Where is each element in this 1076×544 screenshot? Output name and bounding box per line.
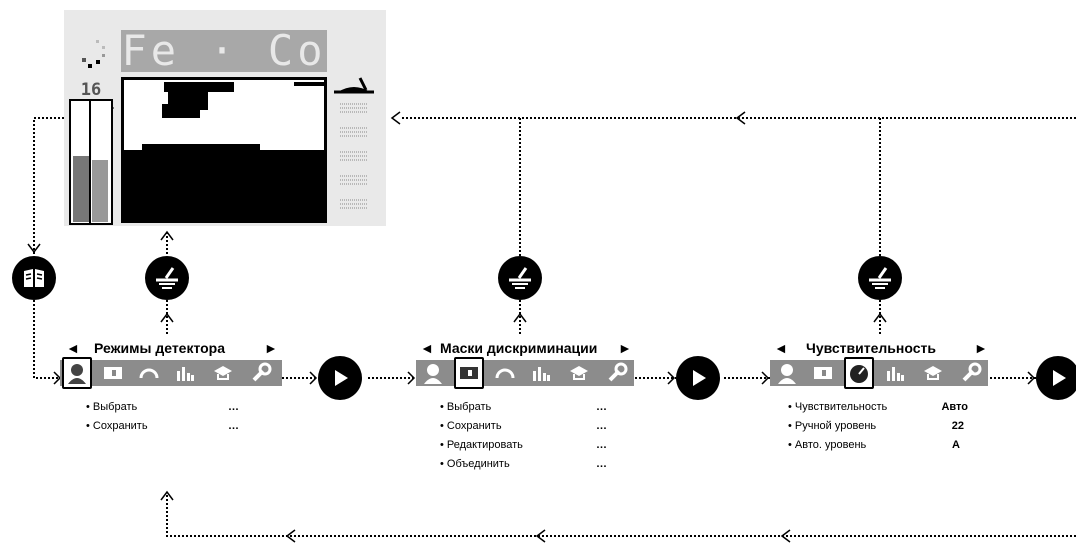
discrimination-mask-icon: [460, 367, 478, 379]
nav-left-arrow[interactable]: ◄: [420, 340, 434, 356]
coil-button-3[interactable]: [858, 256, 902, 300]
sensitivity-dial-icon: [139, 368, 159, 379]
menu-items: • Выбрать… • Сохранить…: [86, 398, 266, 436]
tab-settings[interactable]: [956, 360, 986, 386]
tab-detector-modes[interactable]: [62, 357, 92, 389]
settings-wrench-icon: [962, 362, 982, 382]
tab-histogram[interactable]: [170, 360, 200, 386]
tab-discrimination-masks[interactable]: [808, 360, 838, 386]
coil-icon: [509, 267, 531, 289]
menu-item[interactable]: • Сохранить…: [86, 420, 239, 432]
book-button[interactable]: [12, 256, 56, 300]
tab-ground-balance[interactable]: [918, 360, 948, 386]
nav-left-arrow[interactable]: ◄: [774, 340, 788, 356]
coil-button-1[interactable]: [145, 256, 189, 300]
histogram-icon: [533, 367, 550, 381]
histogram-icon: [887, 367, 904, 381]
next-button-1[interactable]: [318, 356, 362, 400]
menu-panel-detector-modes: ◄ Режимы детектора ► • Выбрать… • Сохран…: [60, 338, 282, 498]
menu-item[interactable]: • Сохранить…: [440, 420, 607, 432]
depth-value: 16: [80, 80, 102, 100]
coil-icon: [156, 267, 178, 289]
settings-wrench-icon: [252, 362, 272, 382]
menu-item[interactable]: • Объединить…: [440, 458, 607, 470]
panel-title: Режимы детектора: [94, 340, 226, 356]
tab-settings[interactable]: [602, 360, 632, 386]
ground-balance-icon: [570, 366, 588, 380]
tab-histogram[interactable]: [880, 360, 910, 386]
tab-sensitivity[interactable]: [844, 357, 874, 389]
depth-gauge: [69, 99, 114, 225]
target-id-display: Fe · Co: [121, 26, 327, 75]
play-icon: [1053, 370, 1066, 386]
sensitivity-dial-icon: [850, 365, 868, 383]
nav-right-arrow[interactable]: ►: [974, 340, 988, 356]
tab-ground-balance[interactable]: [208, 360, 238, 386]
tab-discrimination-masks[interactable]: [98, 360, 128, 386]
tab-discrimination-masks[interactable]: [454, 357, 484, 389]
icon-bar: [770, 357, 988, 389]
sensitivity-dial-icon: [495, 368, 515, 379]
next-button-2[interactable]: [676, 356, 720, 400]
coil-meter: [334, 77, 374, 209]
user-mode-icon: [778, 364, 796, 384]
user-mode-icon: [68, 364, 86, 384]
menu-items: • Выбрать… • Сохранить… • Редактировать……: [440, 398, 620, 474]
panel-title: Чувствительность: [806, 340, 936, 356]
tab-ground-balance[interactable]: [564, 360, 594, 386]
tab-sensitivity[interactable]: [490, 360, 520, 386]
play-icon: [335, 370, 348, 386]
menu-panel-discrimination-masks: ◄ Маски дискриминации ► • Выбрать… • Сох…: [416, 338, 638, 498]
tab-sensitivity[interactable]: [134, 360, 164, 386]
signal-strength-icon: [82, 40, 105, 68]
panel-title: Маски дискриминации: [440, 340, 598, 356]
tab-detector-modes[interactable]: [772, 360, 802, 386]
tab-detector-modes[interactable]: [418, 360, 448, 386]
next-button-3[interactable]: [1036, 356, 1076, 400]
nav-left-arrow[interactable]: ◄: [66, 340, 80, 356]
menu-item[interactable]: • Выбрать…: [440, 401, 607, 413]
book-icon: [24, 269, 44, 287]
tab-settings[interactable]: [246, 360, 276, 386]
nav-right-arrow[interactable]: ►: [618, 340, 632, 356]
tab-histogram[interactable]: [526, 360, 556, 386]
play-icon: [693, 370, 706, 386]
icon-bar: [60, 357, 282, 389]
ground-balance-icon: [214, 366, 232, 380]
settings-wrench-icon: [608, 362, 628, 382]
discrimination-graph: [121, 77, 327, 223]
user-mode-icon: [424, 364, 442, 384]
menu-item[interactable]: • Редактировать…: [440, 439, 607, 451]
discrimination-mask-icon: [814, 367, 832, 379]
icon-bar: [416, 357, 634, 389]
ground-balance-icon: [924, 366, 942, 380]
nav-right-arrow[interactable]: ►: [264, 340, 278, 356]
coil-icon: [869, 267, 891, 289]
discrimination-mask-icon: [104, 367, 122, 379]
menu-item[interactable]: • Выбрать…: [86, 401, 239, 413]
histogram-icon: [177, 367, 194, 381]
coil-button-2[interactable]: [498, 256, 542, 300]
